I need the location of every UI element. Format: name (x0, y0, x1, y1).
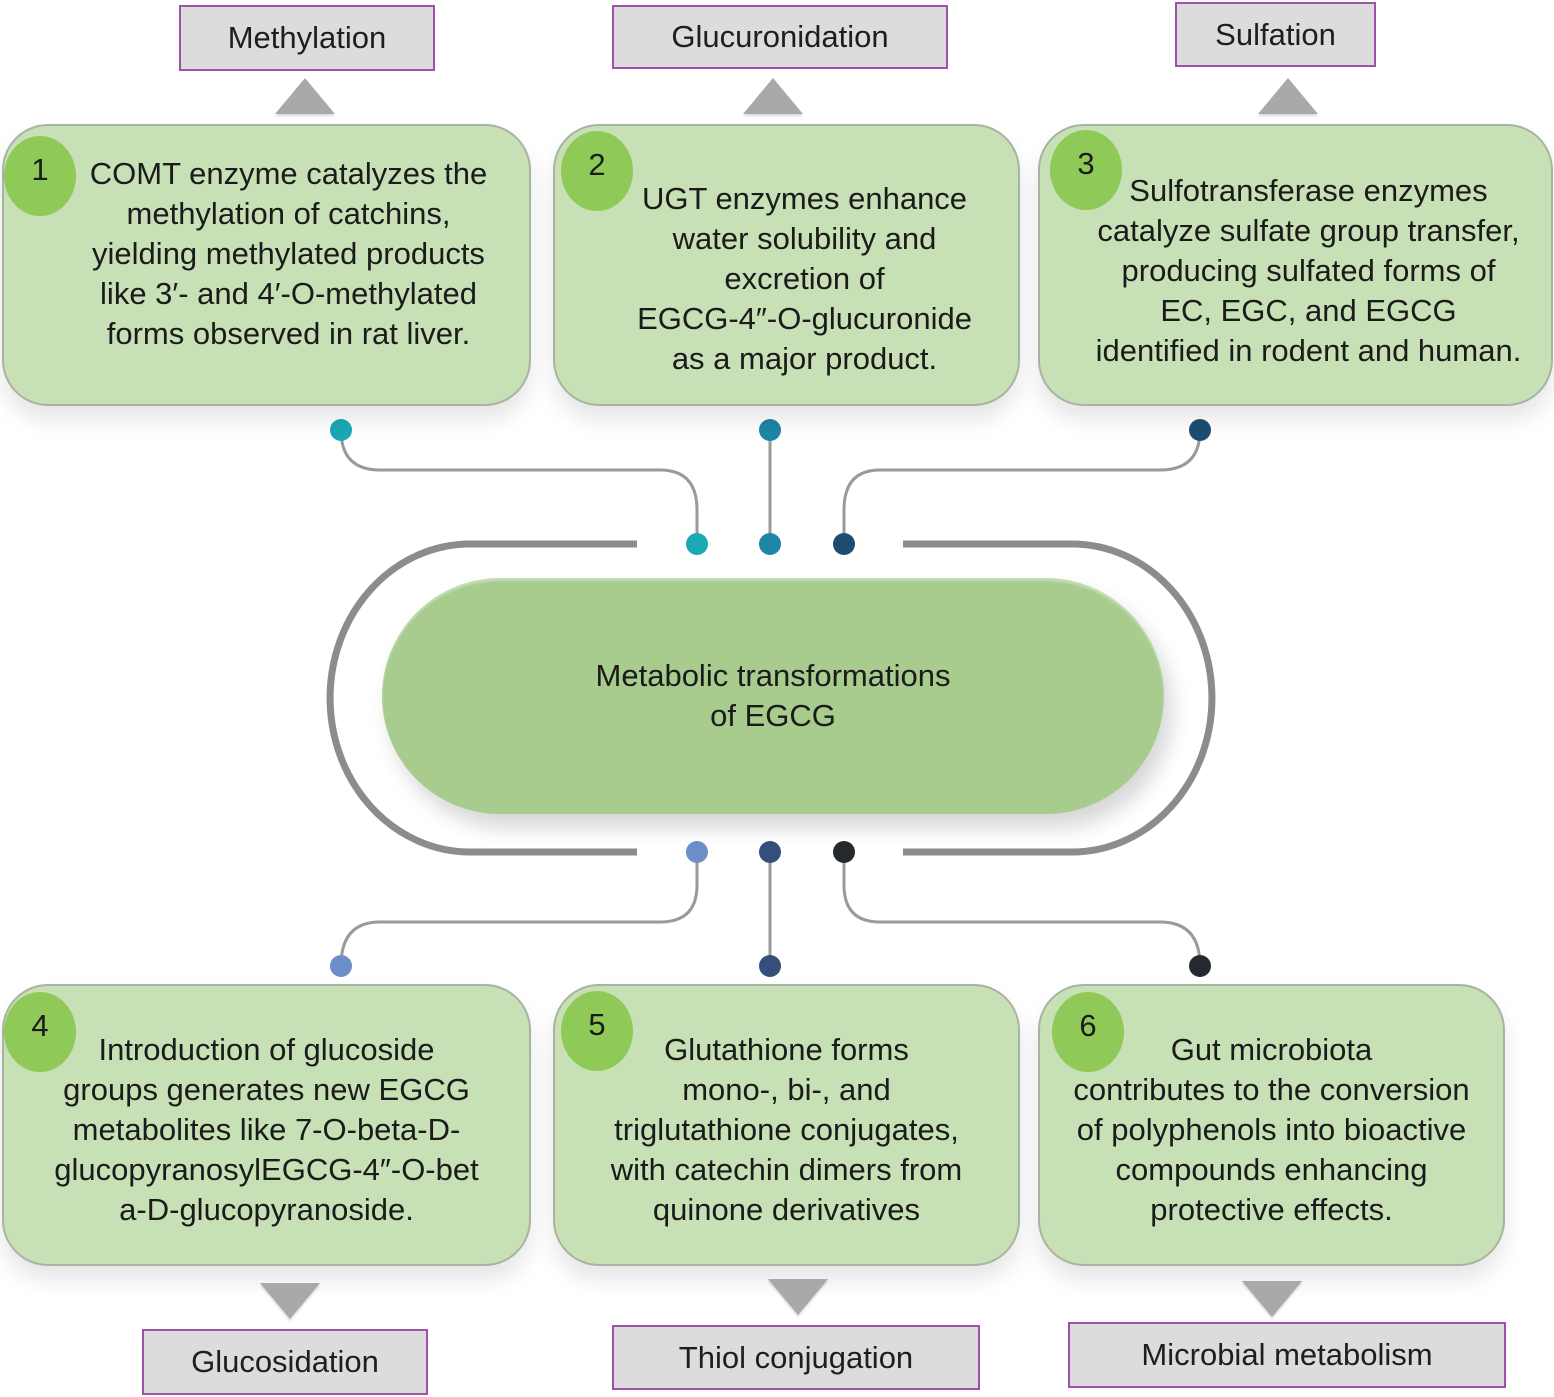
frame-right-bracket (903, 540, 1216, 856)
pathway-description: Sulfotransferase enzymes catalyze sulfat… (1095, 173, 1522, 368)
connector-4 (339, 852, 699, 967)
label-thiol-conjugation: Thiol conjugation (612, 1325, 980, 1390)
connector-dot-4-inner (686, 841, 708, 863)
label-text: Glucuronidation (671, 19, 889, 54)
label-text: Sulfation (1215, 16, 1336, 52)
step-number-badge: 4 (4, 992, 76, 1072)
step-number: 6 (1079, 1008, 1097, 1043)
label-glucuronidation: Glucuronidation (612, 5, 948, 69)
connector-dot-3-inner (833, 533, 855, 555)
connector-dot-2-inner (759, 533, 781, 555)
connector-6 (842, 852, 1202, 967)
arrow-up-icon (743, 78, 803, 114)
arrow-down-icon (1242, 1281, 1302, 1317)
center-node: Metabolic transformations of EGCG (382, 578, 1164, 814)
label-text: Glucosidation (191, 1344, 379, 1379)
connector-dot-6-inner (833, 841, 855, 863)
arrow-down-icon (768, 1279, 828, 1315)
connector-dot-2-outer (759, 419, 781, 441)
step-number: 4 (31, 1008, 49, 1043)
step-number: 5 (588, 1007, 606, 1042)
pathway-card-4: Introduction of glucoside groups generat… (2, 984, 531, 1266)
step-number: 1 (31, 152, 49, 187)
center-title: Metabolic transformations of EGCG (595, 658, 951, 733)
arrow-up-icon (275, 78, 335, 114)
connector-dot-4-outer (330, 955, 352, 977)
pathway-card-3: Sulfotransferase enzymes catalyze sulfat… (1038, 124, 1553, 406)
step-number: 2 (588, 147, 606, 182)
connector-1 (339, 429, 699, 544)
step-number-badge: 2 (561, 131, 633, 211)
connector-dot-5-outer (759, 955, 781, 977)
label-sulfation: Sulfation (1175, 2, 1376, 67)
frame-left-bracket (326, 540, 637, 856)
pathway-card-6: Gut microbiota contributes to the conver… (1038, 984, 1505, 1266)
label-methylation: Methylation (179, 5, 435, 71)
connector-dot-3-outer (1189, 419, 1211, 441)
label-text: Methylation (227, 20, 387, 55)
arrow-up-icon (1258, 78, 1318, 114)
step-number-badge: 1 (4, 136, 76, 216)
connector-dot-6-outer (1189, 955, 1211, 977)
pathway-description: COMT enzyme catalyzes the methylation of… (89, 156, 488, 351)
pathway-description: Gut microbiota contributes to the conver… (1073, 1032, 1470, 1227)
pathway-description: UGT enzymes enhance water solubility and… (637, 181, 972, 376)
connector-dot-1-outer (330, 419, 352, 441)
connector-dot-1-inner (686, 533, 708, 555)
pathway-description: Glutathione forms mono-, bi-, and triglu… (610, 1032, 963, 1227)
arrow-down-icon (260, 1283, 320, 1319)
label-text: Microbial metabolism (1141, 1337, 1433, 1372)
label-microbial-metabolism: Microbial metabolism (1068, 1322, 1506, 1388)
step-number: 3 (1077, 146, 1095, 181)
connector-dot-5-inner (759, 841, 781, 863)
pathway-description: Introduction of glucoside groups generat… (54, 1032, 479, 1227)
connector-3 (842, 429, 1202, 544)
step-number-badge: 3 (1050, 130, 1122, 210)
label-glucosidation: Glucosidation (142, 1329, 428, 1395)
step-number-badge: 5 (561, 991, 633, 1071)
label-text: Thiol conjugation (678, 1339, 914, 1375)
step-number-badge: 6 (1052, 992, 1124, 1072)
pathway-card-1: COMT enzyme catalyzes the methylation of… (2, 124, 531, 406)
